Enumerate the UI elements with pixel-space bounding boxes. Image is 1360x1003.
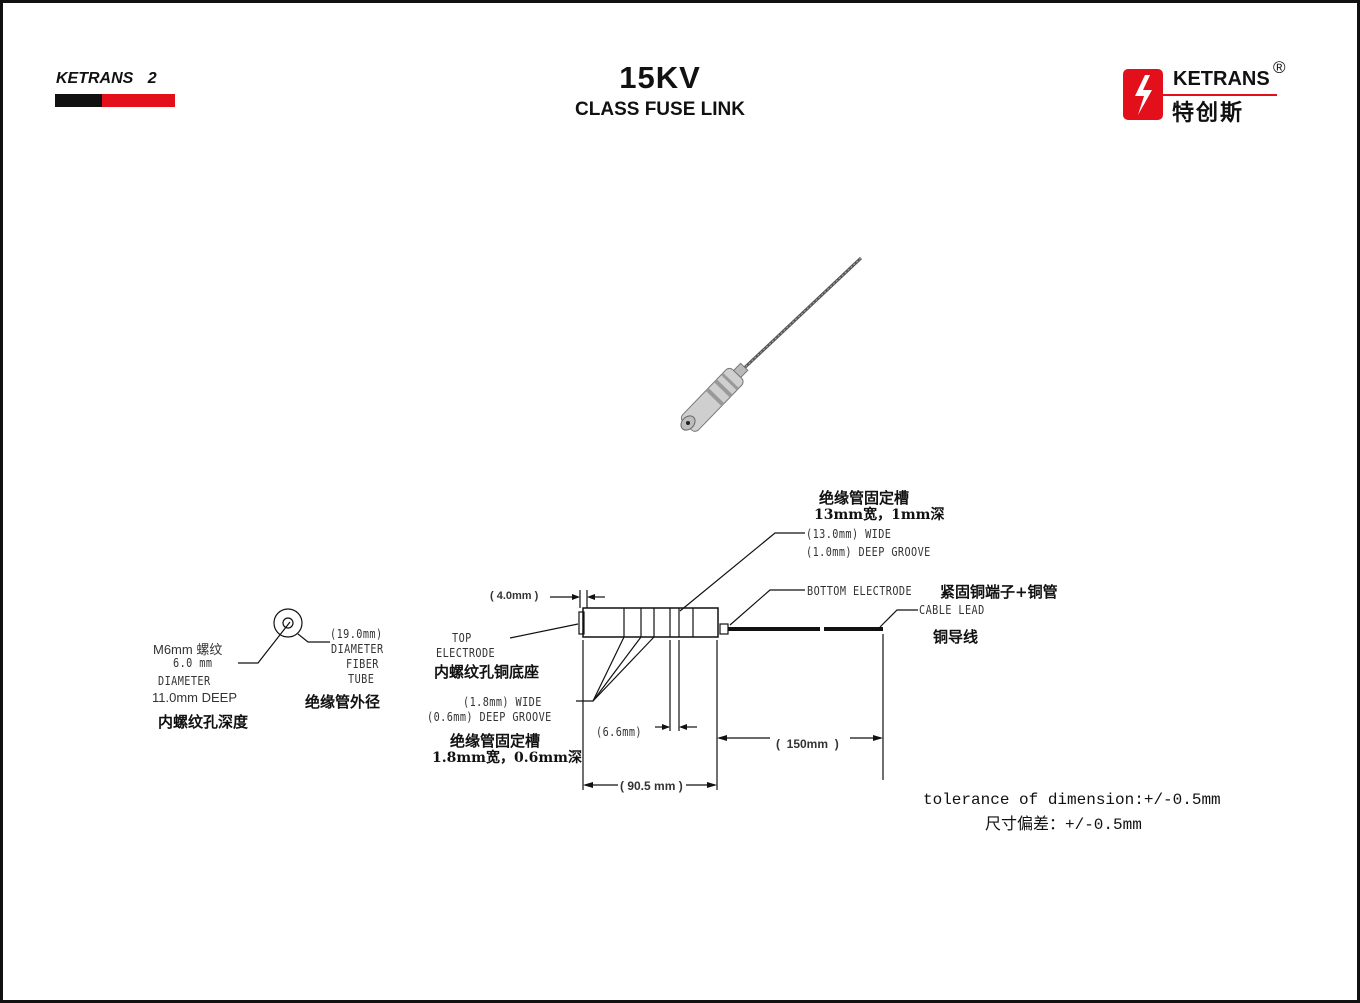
thread-diameter: 6.0 mm [173,656,213,670]
thread-diameter-label: DIAMETER [158,674,211,688]
tolerance-en: tolerance of dimension:+/-0.5mm [923,791,1221,809]
left-logo-brand: KETRANS [56,70,134,87]
thread-label-cn: M6mm 螺纹 [153,642,223,657]
top-groove-cn-2: 13mm宽，1mm深 [814,507,945,523]
top-groove-wide: (13.0mm) WIDE [806,527,892,541]
left-logo-number: 2 [147,70,157,87]
top-electrode [578,611,585,635]
left-logo: KETRANS 2 [56,70,157,88]
bottom-electrode [719,623,729,635]
top-groove-deep: (1.0mm) DEEP GROOVE [806,545,931,559]
bottom-electrode-label: BOTTOM ELECTRODE [807,584,913,598]
thread-depth-cn: 内螺纹孔深度 [158,713,249,731]
thread-depth: 11.0mm DEEP [152,690,238,705]
top-electrode-label-2: ELECTRODE [436,646,496,660]
small-groove-deep: (0.6mm) DEEP GROOVE [427,710,552,724]
registered-mark: ® [1273,58,1286,77]
dim-150mm: ( 150mm ) [776,737,839,751]
tube-label-tube: TUBE [348,672,375,686]
tube-end-circle [273,608,303,638]
right-logo-brand: KETRANS [1173,68,1270,90]
tube-label-cn: 绝缘管外径 [305,693,381,711]
fuse-body [582,607,719,638]
page-title: 15KV [619,60,701,95]
fuse-link-photo [680,256,863,432]
small-groove-wide: (1.8mm) WIDE [463,695,542,709]
small-groove-cn-1: 绝缘管固定槽 [450,732,541,750]
dim-90-5mm: ( 90.5 mm ) [620,779,683,793]
left-logo-bar-black [55,94,102,107]
tube-label-fiber: FIBER [346,657,379,671]
dim-4mm: ( 4.0mm ) [490,590,539,602]
right-logo-chinese: 特创斯 [1172,100,1245,125]
small-groove-cn-2: 1.8mm宽，0.6mm深 [432,750,582,766]
thread-hole-circle [282,617,294,629]
tube-label-diameter: DIAMETER [331,642,384,656]
top-electrode-cn: 内螺纹孔铜底座 [434,663,540,681]
cable-lead-label: CABLE LEAD [919,603,985,617]
lightning-logo-icon [1123,69,1163,120]
bottom-electrode-cn: 紧固铜端子+铜管 [940,583,1058,601]
tube-diameter: (19.0mm) [330,627,383,641]
dim-6-6mm: (6.6mm) [596,725,642,739]
tolerance-cn: 尺寸偏差：+/-0.5mm [985,816,1142,834]
right-logo-underline [1163,94,1277,96]
cable-lead-cn: 铜导线 [933,628,979,646]
top-electrode-label-1: TOP [452,631,472,645]
left-logo-bar-red [102,94,175,107]
top-groove-cn-1: 绝缘管固定槽 [819,489,910,507]
page-subtitle: CLASS FUSE LINK [575,99,745,120]
